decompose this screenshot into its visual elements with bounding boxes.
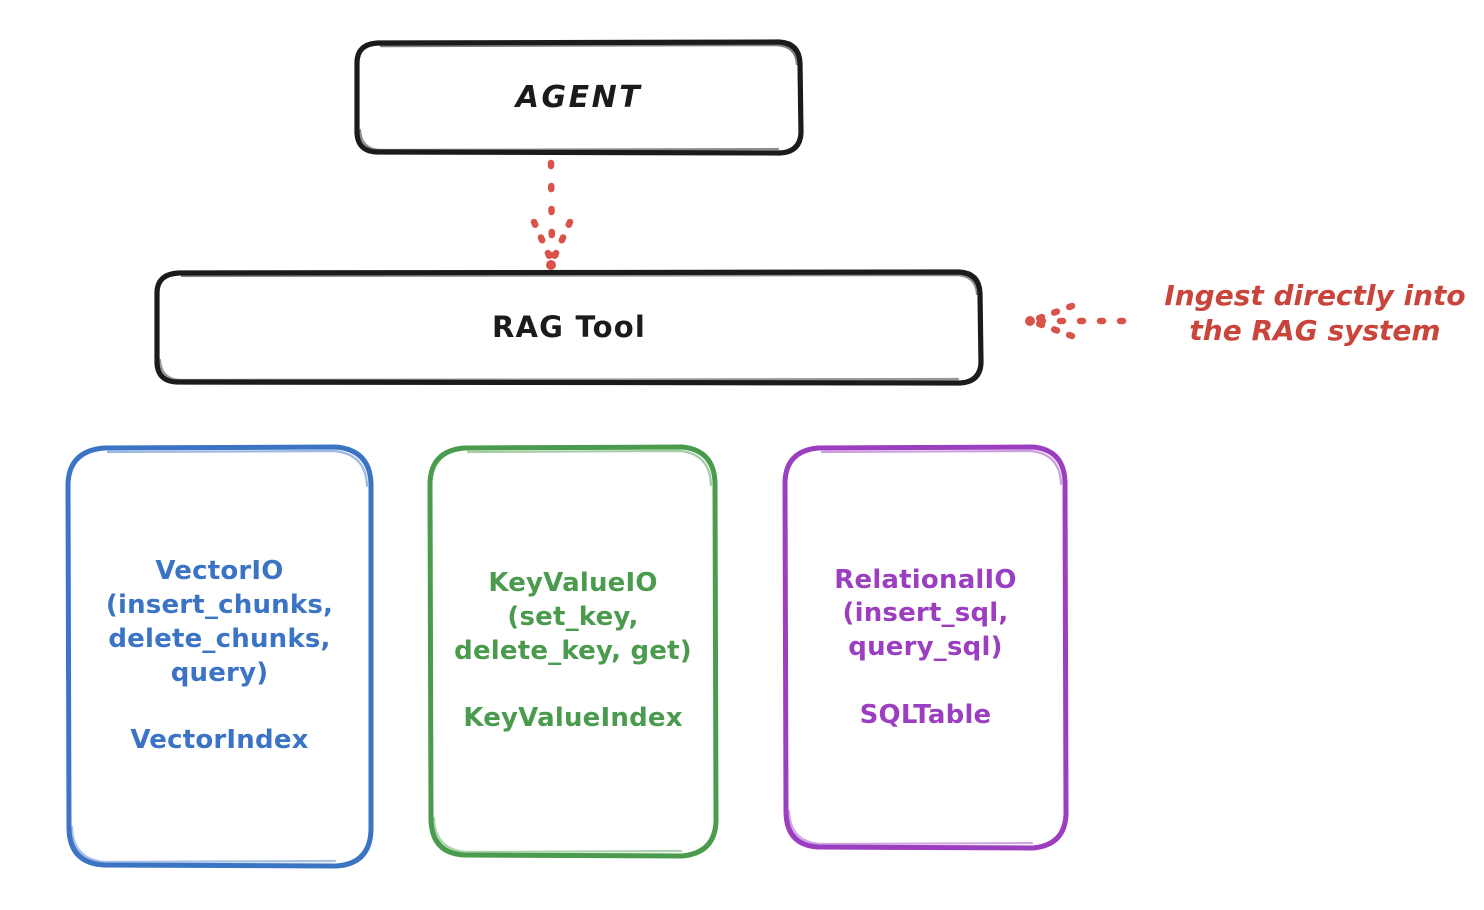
node-rag-tool-label: RAG Tool <box>492 310 646 345</box>
vector-io-box-outline <box>65 444 374 869</box>
connector-agent-to-rag-tool <box>530 159 574 270</box>
node-agent-label: AGENT <box>515 79 643 115</box>
node-key-value-io-label: KeyValueIO (set_key, delete_key, get) Ke… <box>454 568 692 734</box>
node-key-value-io[interactable]: KeyValueIO (set_key, delete_key, get) Ke… <box>430 447 716 856</box>
node-agent[interactable]: AGENT <box>357 42 801 154</box>
node-relational-io-label: RelationalIO (insert_sql, query_sql) SQL… <box>834 564 1017 730</box>
node-vector-io[interactable]: VectorIO (insert_chunks, delete_chunks, … <box>68 447 371 866</box>
annotation-arrow-ingest <box>1025 302 1144 340</box>
annotation-ingest-text: Ingest directly into the RAG system <box>1164 279 1466 348</box>
node-rag-tool[interactable]: RAG Tool <box>157 272 981 384</box>
node-relational-io[interactable]: RelationalIO (insert_sql, query_sql) SQL… <box>785 447 1066 849</box>
agent-box-outline <box>354 39 804 156</box>
rag-tool-box-outline <box>154 269 984 386</box>
relational-io-box-outline <box>782 444 1069 851</box>
node-vector-io-label: VectorIO (insert_chunks, delete_chunks, … <box>105 556 334 756</box>
key-value-io-box-outline <box>427 444 719 859</box>
